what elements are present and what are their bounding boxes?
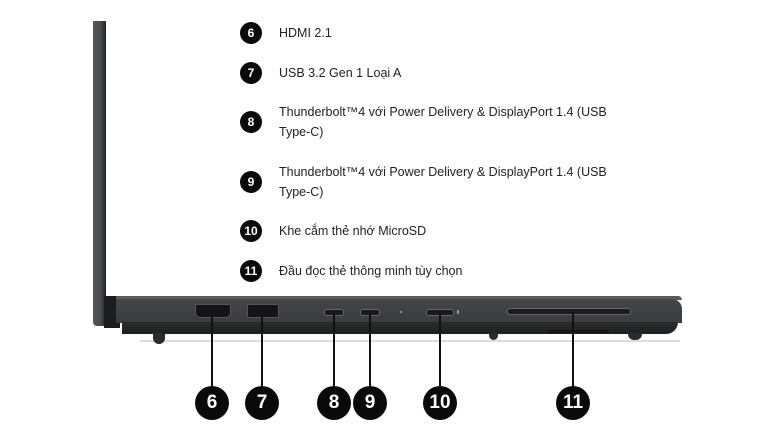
- leader-line-6: [211, 315, 213, 391]
- leader-line-10: [439, 313, 441, 391]
- legend-badge-6: 6: [240, 22, 262, 44]
- legend-label-usb-a: USB 3.2 Gen 1 Loại A: [279, 66, 402, 80]
- legend-label-thunderbolt-2: Thunderbolt™4 với Power Delivery & Displ…: [279, 165, 607, 199]
- usb-a-port: [247, 304, 279, 318]
- callout-badge-11: 11: [556, 386, 590, 420]
- callout-badge-7: 7: [245, 386, 279, 420]
- legend-label-hdmi: HDMI 2.1: [279, 26, 332, 40]
- leader-line-7: [261, 314, 263, 391]
- legend-label-smartcard: Đầu đọc thẻ thông minh tùy chọn: [279, 264, 463, 278]
- legend-badge-8: 8: [240, 111, 262, 133]
- laptop-foot-left: [153, 333, 165, 344]
- legend-badge-9: 9: [240, 171, 262, 193]
- laptop-base-top: [116, 296, 682, 300]
- hdmi-port: [195, 304, 231, 318]
- callout-badge-8: 8: [317, 386, 351, 420]
- smart-card-slot: [507, 308, 631, 315]
- status-led: [400, 311, 402, 313]
- legend-badge-10: 10: [240, 220, 262, 242]
- leader-line-8: [333, 313, 335, 391]
- legend-badge-11: 11: [240, 260, 262, 282]
- laptop-lid: [93, 21, 106, 326]
- leader-line-9: [369, 313, 371, 391]
- leader-line-11: [572, 312, 574, 391]
- laptop-shadow: [140, 340, 680, 342]
- laptop-foot-right: [628, 333, 642, 340]
- underside-vent: [548, 330, 609, 333]
- legend-label-thunderbolt-1: Thunderbolt™4 với Power Delivery & Displ…: [279, 105, 607, 139]
- legend-badge-7: 7: [240, 62, 262, 84]
- lock-slot-mark: [457, 310, 459, 314]
- laptop-foot-middle: [489, 333, 498, 340]
- callout-badge-9: 9: [353, 386, 387, 420]
- legend-label-microsd: Khe cắm thẻ nhớ MicroSD: [279, 224, 427, 238]
- callout-badge-10: 10: [423, 386, 457, 420]
- callout-badge-6: 6: [195, 386, 229, 420]
